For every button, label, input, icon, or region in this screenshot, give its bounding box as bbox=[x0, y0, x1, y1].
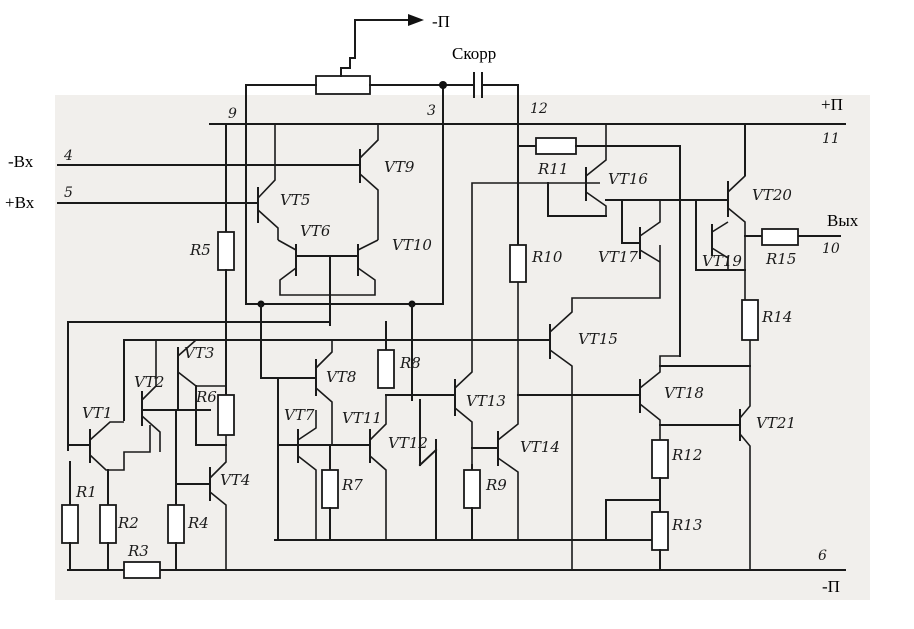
pin-11: 11 bbox=[822, 131, 840, 147]
label-r12: R12 bbox=[671, 446, 702, 464]
resistor-r7 bbox=[321, 444, 339, 541]
negative-rail bbox=[67, 539, 846, 571]
label-r4: R4 bbox=[187, 514, 209, 532]
label-r8: R8 bbox=[399, 354, 421, 372]
label-c-corr: Скорр bbox=[452, 44, 496, 63]
label-minus-input: -Вх bbox=[8, 152, 34, 171]
vt16-vt17 bbox=[547, 124, 697, 263]
label-r15: R15 bbox=[765, 250, 796, 268]
label-r9: R9 bbox=[485, 476, 507, 494]
label-vt19: VT19 bbox=[702, 252, 742, 270]
resistor-r15 bbox=[761, 228, 799, 246]
label-r5: R5 bbox=[189, 241, 211, 259]
resistor-r4 bbox=[167, 504, 185, 571]
label-plus-p: +П bbox=[821, 95, 843, 114]
label-vt5: VT5 bbox=[280, 191, 310, 209]
input-stage bbox=[257, 124, 379, 326]
paper-background bbox=[55, 95, 870, 600]
label-vt13: VT13 bbox=[466, 392, 506, 410]
label-minus-p-bottom: -П bbox=[822, 577, 840, 596]
vt15-stage bbox=[517, 245, 661, 570]
pin-4: 4 bbox=[63, 148, 73, 164]
label-vt7: VT7 bbox=[284, 406, 315, 424]
label-vt8: VT8 bbox=[326, 368, 356, 386]
resistor-r5 bbox=[217, 123, 235, 346]
label-vt15: VT15 bbox=[578, 330, 618, 348]
resistor-r14 bbox=[741, 299, 759, 341]
vt13-vt14-stage bbox=[454, 182, 600, 540]
label-r1: R1 bbox=[75, 483, 97, 501]
pin-3: 3 bbox=[427, 103, 436, 119]
pin-6: 6 bbox=[818, 548, 827, 564]
resistor-r1 bbox=[61, 461, 79, 571]
label-vt4: VT4 bbox=[220, 471, 250, 489]
label-vt6: VT6 bbox=[300, 222, 331, 240]
label-vt18: VT18 bbox=[664, 384, 704, 402]
label-vt12: VT12 bbox=[388, 434, 428, 452]
middle-stage bbox=[260, 303, 456, 541]
label-r2: R2 bbox=[117, 514, 139, 532]
resistor-r11 bbox=[517, 137, 681, 357]
correction-capacitor bbox=[443, 72, 519, 98]
label-vt9: VT9 bbox=[384, 158, 415, 176]
label-r14: R14 bbox=[761, 308, 792, 326]
label-vt20: VT20 bbox=[752, 186, 792, 204]
label-vt10: VT10 bbox=[392, 236, 432, 254]
label-plus-input: +Вх bbox=[5, 193, 35, 212]
label-vt1: VT1 bbox=[82, 404, 112, 422]
label-vt2: VT2 bbox=[134, 373, 164, 391]
label-vt11: VT11 bbox=[342, 409, 382, 427]
pin-9: 9 bbox=[228, 106, 237, 122]
resistor-r10 bbox=[509, 123, 527, 283]
resistor-r9 bbox=[463, 464, 481, 541]
label-r11: R11 bbox=[537, 160, 568, 178]
label-vt17: VT17 bbox=[598, 248, 638, 266]
label-vt16: VT16 bbox=[608, 170, 648, 188]
label-vt21: VT21 bbox=[756, 414, 796, 432]
resistor-r3 bbox=[123, 561, 161, 579]
label-minus-p-top: -П bbox=[432, 12, 450, 31]
resistor-r6 bbox=[217, 394, 235, 436]
bias-network bbox=[67, 321, 521, 570]
resistor-r12 bbox=[651, 439, 669, 491]
label-vt3: VT3 bbox=[184, 344, 214, 362]
resistor-r13 bbox=[651, 511, 669, 571]
label-r10: R10 bbox=[531, 248, 563, 266]
input-wires bbox=[57, 164, 361, 204]
pin-12: 12 bbox=[530, 101, 548, 117]
label-r3: R3 bbox=[127, 542, 149, 560]
resistor-r2 bbox=[99, 469, 117, 571]
pin-5: 5 bbox=[64, 185, 73, 201]
pin-10: 10 bbox=[822, 241, 840, 257]
label-r13: R13 bbox=[671, 516, 702, 534]
trim-potentiometer bbox=[315, 14, 424, 95]
label-vt14: VT14 bbox=[520, 438, 560, 456]
label-r7: R7 bbox=[341, 476, 363, 494]
label-output: Вых bbox=[827, 211, 859, 230]
label-r6: R6 bbox=[195, 388, 217, 406]
resistor-r8 bbox=[377, 321, 395, 389]
